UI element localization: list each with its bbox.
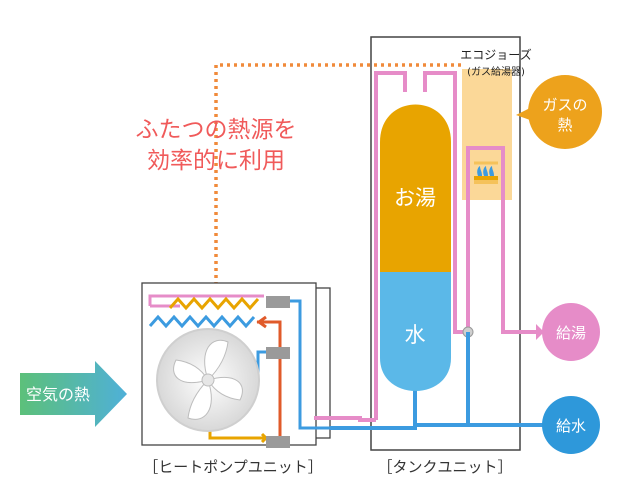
water-in-label: 給水 (556, 417, 586, 435)
heat-exchanger-colored-coil (168, 296, 260, 311)
gas-heat-label-line2: 熱 (557, 116, 572, 134)
tank-hot-label: お湯 (394, 186, 436, 210)
hot-water-out-label: 給湯 (556, 324, 586, 342)
heat-pump-unit-label: ［ヒートポンプユニット］ (143, 458, 323, 476)
compressor-blocks (266, 296, 290, 448)
ecojoze-label: エコジョーズ (460, 47, 531, 62)
pipe-heatpump-to-tank-cold (330, 425, 417, 430)
hot-water-out-arrow (536, 324, 544, 340)
fan-icon (156, 328, 260, 432)
storage-tank (380, 104, 451, 391)
dotted-connector-line (214, 63, 465, 285)
burner-icon (474, 161, 498, 184)
hot-water-pipes (374, 71, 545, 420)
water-supply-pipes (413, 332, 545, 427)
headline-line1: ふたつの熱源を (136, 117, 297, 143)
hot-water-out-bubble (542, 303, 600, 361)
pipe-heatpump-to-tank-hot (314, 416, 376, 422)
tank-cold-label: 水 (405, 323, 426, 347)
air-heat-label: 空気の熱 (26, 385, 90, 404)
gas-heat-pointer (516, 108, 530, 120)
tank-unit-label: ［タンクユニット］ (377, 458, 512, 476)
gas-heat-label-line1: ガスの (542, 96, 587, 114)
tank-unit-housing (370, 36, 521, 451)
ecojoze-sub-label: (ガス給湯器) (467, 65, 525, 78)
gas-heat-bubble (528, 75, 602, 149)
air-heat-arrow (20, 361, 127, 427)
heat-exchanger-blue-coil (148, 314, 256, 329)
water-in-bubble (542, 396, 600, 454)
headline-line2: 効率的に利用 (147, 148, 285, 174)
